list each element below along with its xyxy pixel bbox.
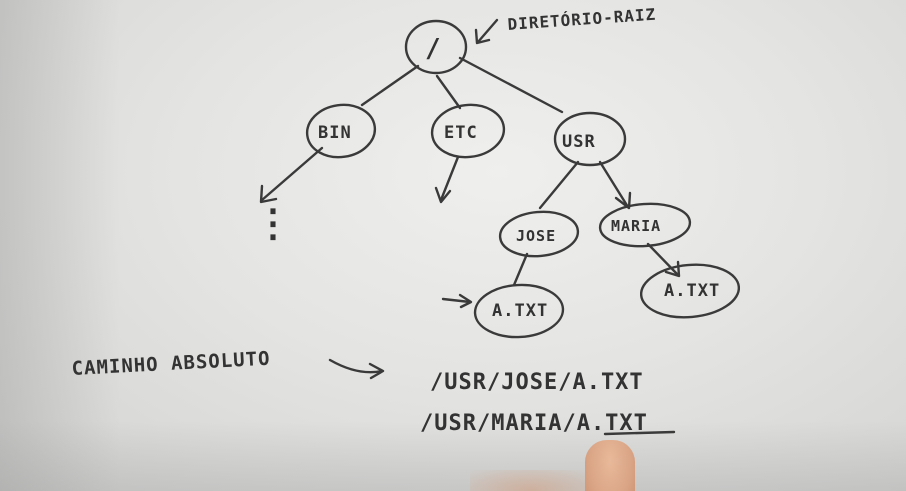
arrowhead-etc xyxy=(434,186,452,204)
underline-maria-file xyxy=(603,430,676,436)
arrow-to-root xyxy=(476,18,499,44)
board-shadow-bottom xyxy=(0,421,906,491)
node-maria-label: MARIA xyxy=(611,217,661,235)
arrow-to-paths-head xyxy=(368,362,385,380)
absolute-path-2: /USR/MARIA/A.TXT xyxy=(420,411,648,436)
pointer-to-jose-file-head xyxy=(458,293,473,309)
node-jose-ellipse xyxy=(498,210,580,258)
edge-root-etc xyxy=(435,74,462,110)
node-maria-file-label: A.TXT xyxy=(664,281,720,301)
edge-usr-maria xyxy=(598,160,630,209)
arrowhead-maria xyxy=(614,191,632,210)
node-bin-ellipse xyxy=(305,103,377,159)
hand-shadow xyxy=(470,470,590,491)
node-etc-ellipse xyxy=(430,103,506,159)
absolute-path-label: CAMINHO ABSOLUTO xyxy=(71,348,271,380)
edge-etc-down xyxy=(439,155,460,202)
node-jose-file-ellipse xyxy=(473,283,565,339)
node-usr-ellipse xyxy=(553,111,627,167)
node-usr-label: USR xyxy=(562,132,596,152)
node-maria-ellipse xyxy=(598,202,692,248)
root-note: DIRETÓRIO-RAIZ xyxy=(507,5,657,34)
edge-maria-file xyxy=(646,242,680,277)
absolute-path-1: /USR/JOSE/A.TXT xyxy=(430,370,644,395)
edge-root-bin xyxy=(360,64,420,107)
board-shadow-left xyxy=(0,0,120,491)
pointing-finger xyxy=(585,440,635,491)
node-maria-file-ellipse xyxy=(639,263,741,319)
pointer-to-jose-file xyxy=(441,297,472,304)
node-root-ellipse xyxy=(404,19,468,75)
edge-jose-file xyxy=(512,252,529,287)
arrow-to-root-head xyxy=(474,28,491,45)
edge-usr-jose xyxy=(538,160,580,210)
edge-root-usr xyxy=(458,56,564,114)
node-root-label: / xyxy=(425,34,441,64)
node-etc-label: ETC xyxy=(444,123,478,143)
arrow-to-paths xyxy=(328,358,384,374)
ellipsis-under-bin: ⋮ xyxy=(254,201,292,245)
node-jose-file-label: A.TXT xyxy=(492,301,548,321)
edge-bin-down xyxy=(260,146,324,202)
arrowhead-bin xyxy=(259,184,278,204)
node-jose-label: JOSE xyxy=(516,227,556,245)
node-bin-label: BIN xyxy=(318,123,352,143)
